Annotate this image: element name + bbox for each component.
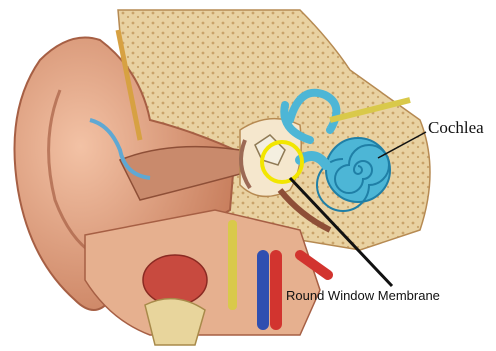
parotid-gland xyxy=(143,255,207,305)
styloid-bone xyxy=(145,299,205,345)
artery-vertical xyxy=(270,250,282,330)
cochlea-label: Cochlea xyxy=(428,118,484,138)
vein-vertical xyxy=(257,250,269,330)
nerve-vertical xyxy=(228,220,237,310)
round-window-membrane-label: Round Window Membrane xyxy=(286,288,440,303)
